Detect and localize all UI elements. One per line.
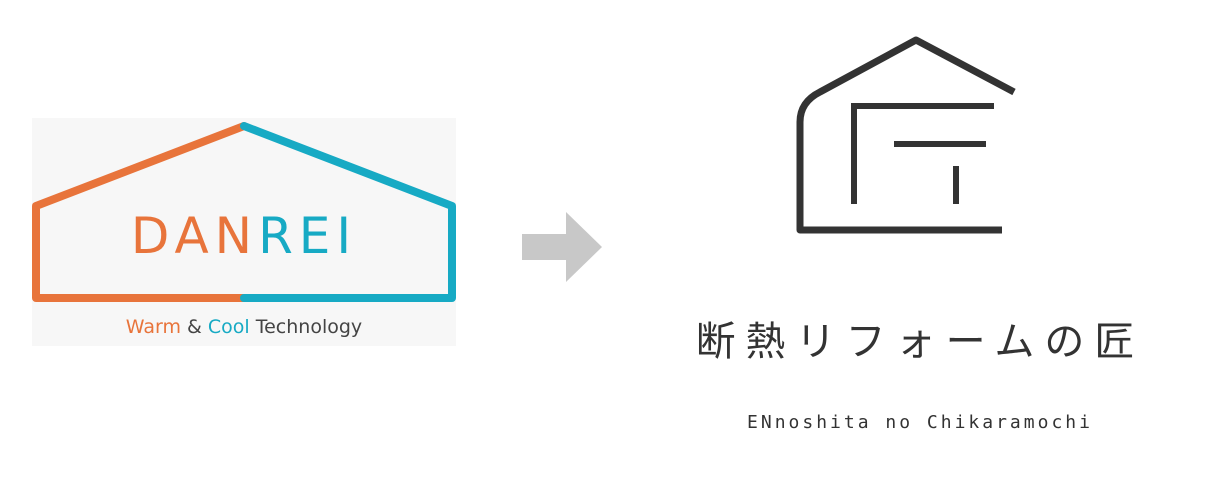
house-outline-icon: [32, 122, 456, 302]
takumi-house-icon: [796, 36, 1016, 234]
right-arrow-icon: [522, 212, 602, 282]
wordmark-rei: REI: [258, 207, 358, 265]
tagline-amp: &: [181, 316, 208, 338]
tagline-warm: Warm: [125, 316, 181, 338]
danrei-wordmark: DANREI: [32, 206, 456, 266]
takumi-japanese-title: 断熱リフォームの匠: [695, 319, 1145, 365]
danrei-tagline: Warm & Cool Technology: [32, 316, 456, 338]
tagline-technology: Technology: [249, 316, 363, 338]
danrei-logo: DANREI Warm & Cool Technology: [32, 118, 456, 346]
takumi-logo: 断熱リフォームの匠 ENnoshita no Chikaramochi: [640, 30, 1200, 450]
wordmark-dan: DAN: [130, 207, 259, 265]
takumi-english-subtitle: ENnoshita no Chikaramochi: [747, 412, 1093, 433]
tagline-cool: Cool: [207, 316, 250, 338]
